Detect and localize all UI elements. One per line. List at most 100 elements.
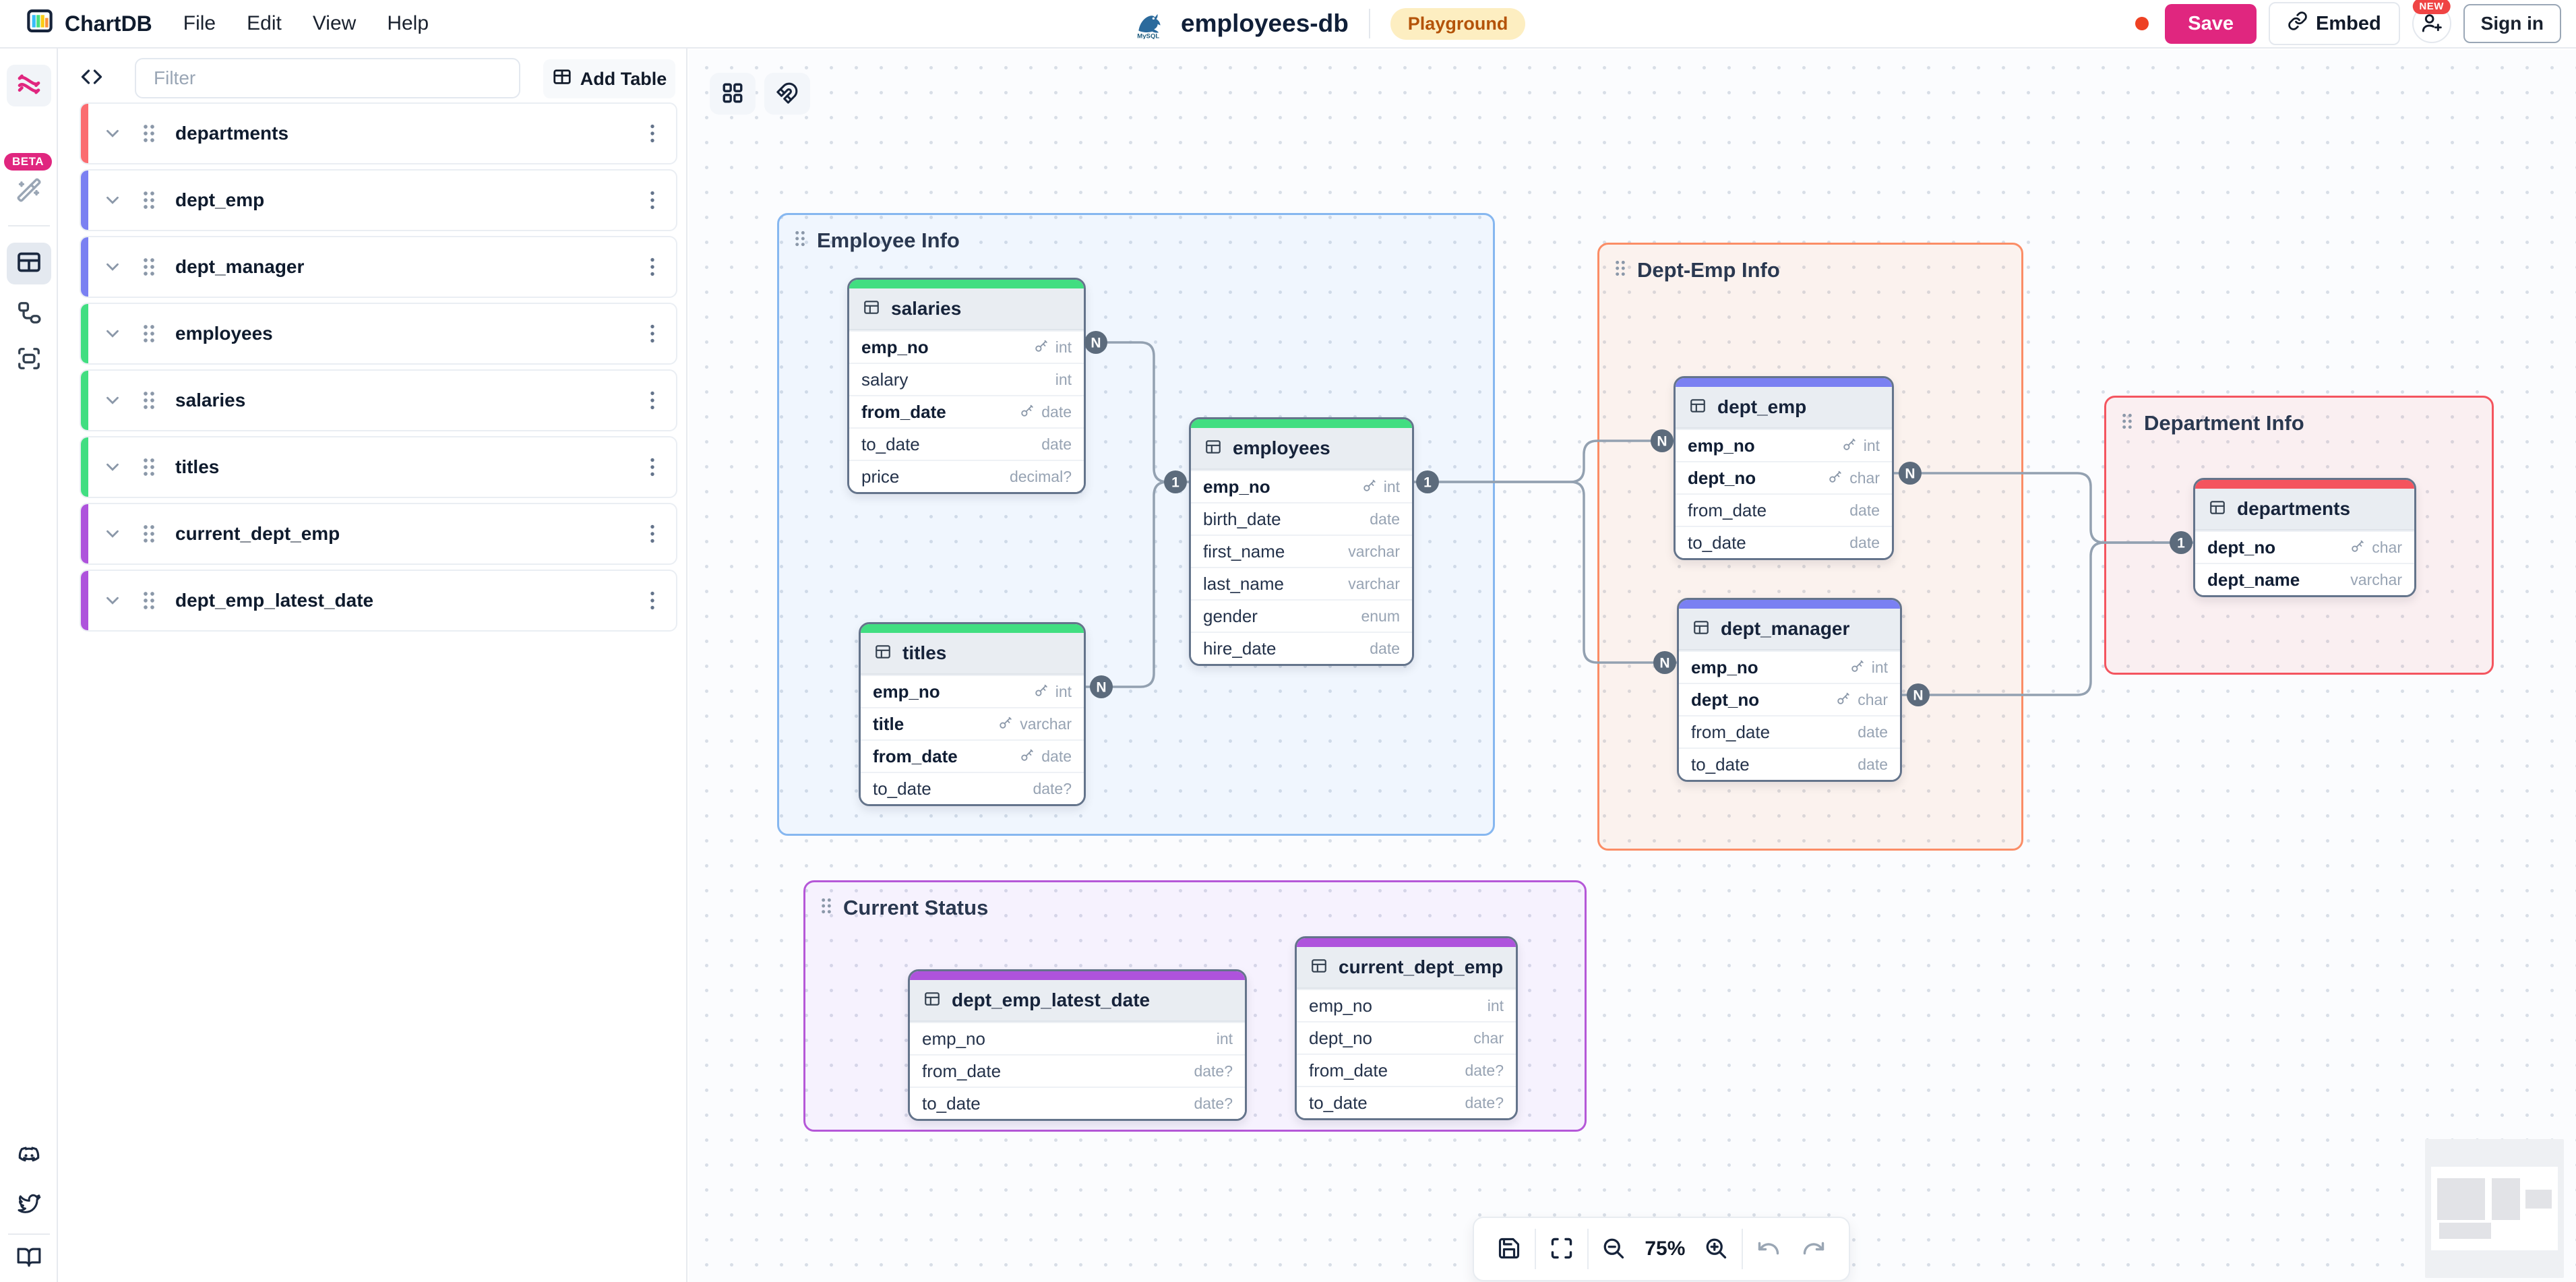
redo-button[interactable] [1794, 1229, 1833, 1269]
tables-panel-button[interactable] [7, 243, 51, 284]
zoom-in-button[interactable] [1696, 1229, 1736, 1269]
sidebar-item-current-dept-emp[interactable]: current_dept_emp [80, 503, 677, 565]
docs-button[interactable] [7, 1240, 51, 1277]
kebab-menu-icon[interactable] [644, 304, 661, 363]
add-table-button[interactable]: Add Table [543, 59, 675, 98]
chevron-down-icon[interactable] [102, 257, 123, 277]
kebab-menu-icon[interactable] [644, 237, 661, 297]
drag-handle-icon[interactable] [140, 324, 158, 344]
database-title[interactable]: employees-db [1181, 9, 1349, 37]
zoom-out-button[interactable] [1594, 1229, 1633, 1269]
sidebar-item-dept-emp-latest-date[interactable]: dept_emp_latest_date [80, 570, 677, 632]
sidebar-item-dept-emp[interactable]: dept_emp [80, 169, 677, 231]
drag-handle-icon[interactable] [140, 524, 158, 544]
drag-handle-icon[interactable] [140, 123, 158, 144]
kebab-menu-icon[interactable] [644, 104, 661, 163]
chevron-down-icon[interactable] [102, 590, 123, 611]
kebab-menu-icon[interactable] [644, 571, 661, 630]
diagram-canvas[interactable]: Employee Info Dept-Emp Info Department I… [689, 50, 2576, 1282]
menu-view[interactable]: View [312, 12, 357, 34]
sign-in-button[interactable]: Sign in [2463, 4, 2561, 43]
sidebar-item-departments[interactable]: departments [80, 102, 677, 164]
drag-handle-icon[interactable] [1613, 258, 1628, 282]
embed-button[interactable]: Embed [2268, 2, 2400, 45]
drag-handle-icon[interactable] [140, 190, 158, 210]
chevron-down-icon[interactable] [102, 390, 123, 410]
magic-wand-button[interactable] [7, 174, 51, 209]
sidebar-item-employees[interactable]: employees [80, 303, 677, 365]
chevron-down-icon[interactable] [102, 123, 123, 144]
drag-handle-icon[interactable] [2120, 411, 2135, 435]
save-button[interactable]: Save [2165, 3, 2257, 44]
drag-handle-icon[interactable] [140, 390, 158, 410]
discord-button[interactable] [7, 1138, 51, 1176]
grid-view-button[interactable] [710, 73, 756, 115]
kebab-menu-icon[interactable] [644, 371, 661, 430]
chevron-down-icon[interactable] [102, 524, 123, 544]
minimap[interactable] [2425, 1139, 2564, 1278]
menu-help[interactable]: Help [387, 12, 429, 34]
fit-view-button[interactable] [1542, 1229, 1581, 1269]
kebab-menu-icon[interactable] [644, 504, 661, 563]
kebab-menu-icon[interactable] [644, 171, 661, 230]
relationships-panel-button[interactable] [7, 295, 51, 333]
menu-file[interactable]: File [183, 12, 216, 34]
chartdb-editor-button[interactable] [7, 65, 51, 106]
twitter-button[interactable] [7, 1186, 51, 1224]
drag-handle-icon[interactable] [819, 896, 834, 920]
magnet-snap-button[interactable] [764, 73, 810, 115]
drag-handle-icon[interactable] [793, 228, 807, 253]
drag-handle-icon[interactable] [140, 457, 158, 477]
sidebar-item-salaries[interactable]: salaries [80, 369, 677, 431]
sidebar-item-titles[interactable]: titles [80, 436, 677, 498]
zoom-level-button[interactable]: 75% [1639, 1238, 1690, 1260]
menu-edit[interactable]: Edit [247, 12, 282, 34]
drag-handle-icon[interactable] [140, 257, 158, 277]
chevron-down-icon[interactable] [102, 324, 123, 344]
filter-input[interactable] [135, 58, 520, 98]
chevron-down-icon[interactable] [102, 457, 123, 477]
dependencies-panel-button[interactable] [7, 341, 51, 379]
save-diagram-button[interactable] [1490, 1229, 1529, 1269]
sidebar-item-dept-manager[interactable]: dept_manager [80, 236, 677, 298]
